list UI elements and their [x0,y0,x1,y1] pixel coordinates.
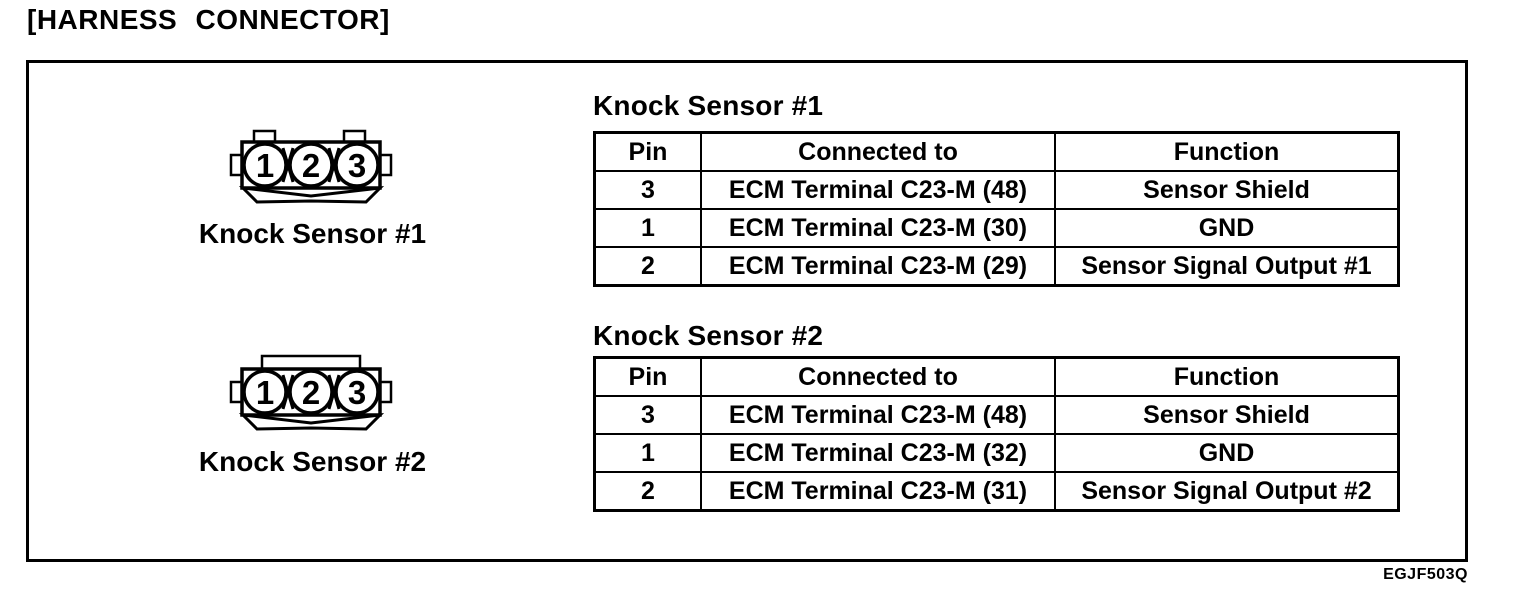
pin-circle-3 [334,142,380,188]
knock-sensor-2-table-title: Knock Sensor #2 [593,320,824,351]
pin-circle-2 [288,369,334,415]
function-cell: GND [1054,433,1400,473]
knock-sensor-1-pinout-table: Pin Connected to Function 3 ECM Terminal… [593,131,1400,287]
table-row: 1 ECM Terminal C23-M (32) GND [593,433,1400,473]
pin-cell: 2 [593,246,702,287]
page-title: [HARNESS CONNECTOR] [27,4,390,35]
function-cell: GND [1054,208,1400,248]
table-row: 1 ECM Terminal C23-M (30) GND [593,208,1400,248]
connector-bottom-wedge [238,186,385,204]
table-header-row: Pin Connected to Function [593,131,1400,172]
table-header-row: Pin Connected to Function [593,356,1400,397]
function-cell: Sensor Signal Output #1 [1054,246,1400,287]
pin-number: 3 [348,147,366,184]
connected-to-cell: ECM Terminal C23-M (29) [700,246,1056,287]
table-row: 2 ECM Terminal C23-M (31) Sensor Signal … [593,471,1400,512]
function-cell: Sensor Shield [1054,170,1400,210]
column-header-function: Function [1054,131,1400,172]
pin-circle-1 [242,369,288,415]
function-cell: Sensor Signal Output #2 [1054,471,1400,512]
table-row: 3 ECM Terminal C23-M (48) Sensor Shield [593,395,1400,435]
knock-sensor-2-connector-diagram: 1 2 3 [229,354,393,431]
column-header-pin: Pin [593,131,702,172]
knock-sensor-2-connector-label: Knock Sensor #2 [198,446,427,477]
pin-number: 2 [302,147,320,184]
connected-to-cell: ECM Terminal C23-M (48) [700,395,1056,435]
connected-to-cell: ECM Terminal C23-M (31) [700,471,1056,512]
column-header-pin: Pin [593,356,702,397]
pin-cell: 3 [593,170,702,210]
pin-number: 3 [348,374,366,411]
figure-code: EGJF503Q [1383,566,1468,583]
table-row: 2 ECM Terminal C23-M (29) Sensor Signal … [593,246,1400,287]
connected-to-cell: ECM Terminal C23-M (48) [700,170,1056,210]
pin-number: 2 [302,374,320,411]
pin-circle-2 [288,142,334,188]
knock-sensor-1-connector-diagram: 1 2 3 [229,129,393,204]
pin-number: 1 [256,147,274,184]
column-header-connected-to: Connected to [700,131,1056,172]
pin-circle-3 [334,369,380,415]
function-cell: Sensor Shield [1054,395,1400,435]
connector-body-icon: 1 2 3 [229,129,393,204]
pin-cell: 1 [593,208,702,248]
column-header-function: Function [1054,356,1400,397]
knock-sensor-1-connector-label: Knock Sensor #1 [198,218,427,249]
connected-to-cell: ECM Terminal C23-M (32) [700,433,1056,473]
pin-cell: 1 [593,433,702,473]
connected-to-cell: ECM Terminal C23-M (30) [700,208,1056,248]
connector-bottom-wedge [238,413,385,431]
pin-cell: 2 [593,471,702,512]
table-row: 3 ECM Terminal C23-M (48) Sensor Shield [593,170,1400,210]
pin-cell: 3 [593,395,702,435]
pin-number: 1 [256,374,274,411]
pin-circle-1 [242,142,288,188]
connector-body-icon: 1 2 3 [229,354,393,431]
column-header-connected-to: Connected to [700,356,1056,397]
knock-sensor-2-pinout-table: Pin Connected to Function 3 ECM Terminal… [593,356,1400,512]
knock-sensor-1-table-title: Knock Sensor #1 [593,90,824,121]
